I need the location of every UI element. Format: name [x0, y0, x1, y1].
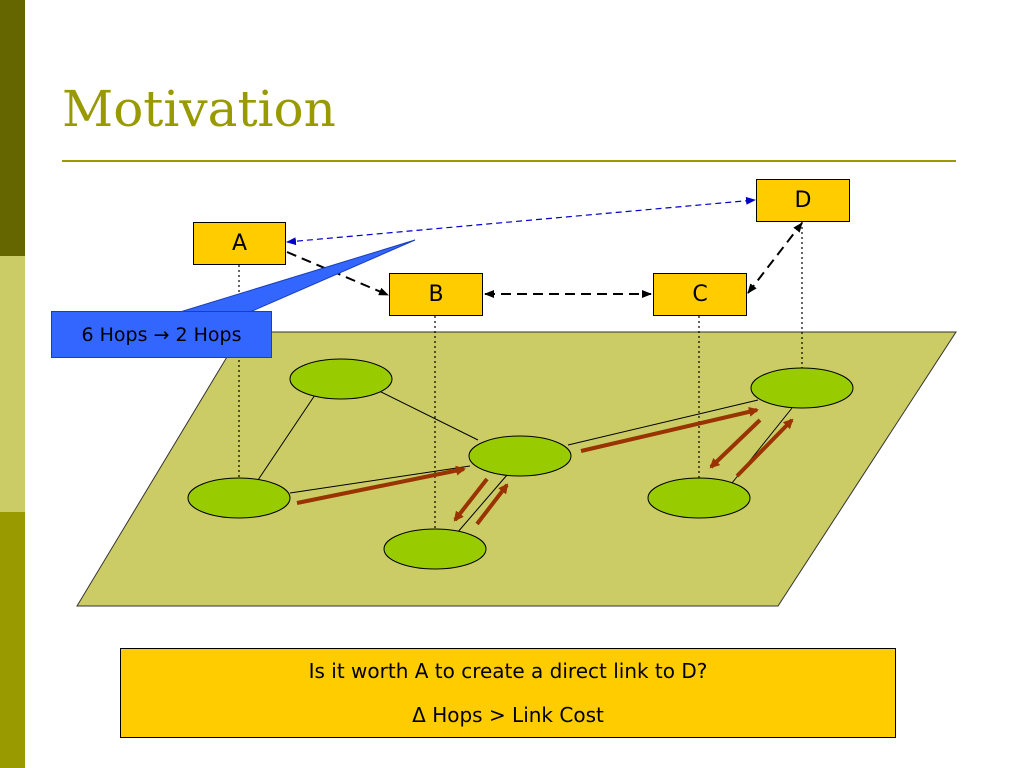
overlay-link-c-d	[747, 222, 803, 294]
overlay-node-c: C	[653, 273, 747, 316]
link-topleft-center	[376, 389, 479, 441]
physical-node-b	[383, 528, 487, 570]
sidebar-band-top	[0, 0, 25, 256]
slide-title: Motivation	[62, 80, 336, 138]
route-arrows	[296, 406, 794, 526]
physical-node-a	[187, 477, 291, 519]
hops-callout-text: 6 Hops → 2 Hops	[81, 323, 242, 346]
mapping-lines	[238, 222, 803, 545]
sidebar-band-bottom	[0, 512, 25, 768]
physical-node-c	[647, 477, 751, 519]
route-arrow-center-to-b	[453, 477, 489, 522]
link-topleft-a	[257, 394, 316, 481]
condition-line: Δ Hops > Link Cost	[412, 703, 604, 727]
physical-node-top-left	[289, 358, 393, 400]
route-arrow-d-to-c	[709, 418, 762, 469]
route-arrow-a-to-center	[296, 465, 466, 505]
proposed-link-a-d	[286, 196, 756, 246]
physical-node-d	[750, 367, 854, 409]
overlay-node-b: B	[389, 273, 483, 316]
hops-callout: 6 Hops → 2 Hops	[51, 311, 272, 358]
title-underline	[62, 160, 956, 162]
overlay-node-d: D	[756, 179, 850, 222]
overlay-node-a: A	[193, 222, 286, 265]
question-box: Is it worth A to create a direct link to…	[120, 648, 896, 738]
physical-node-center	[468, 435, 572, 477]
route-arrow-center-to-d	[580, 406, 759, 453]
question-line: Is it worth A to create a direct link to…	[308, 659, 708, 683]
route-arrow-b-to-center	[475, 483, 509, 526]
route-arrow-c-to-d	[735, 418, 794, 478]
link-center-d	[567, 399, 759, 446]
physical-nodes	[187, 358, 854, 570]
sidebar-band-middle	[0, 256, 25, 512]
link-a-center	[289, 465, 471, 494]
